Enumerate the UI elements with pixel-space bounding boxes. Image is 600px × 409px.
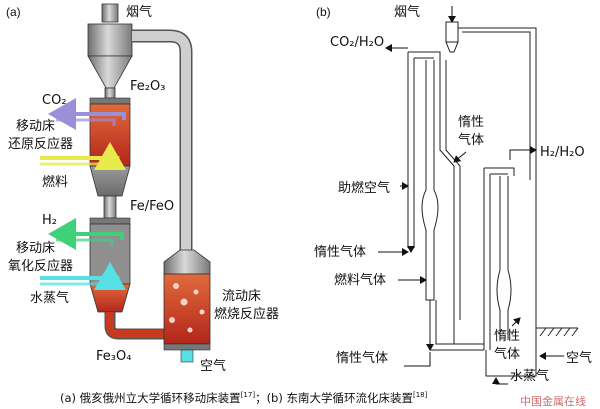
inert-gas-mid-line1: 惰性	[494, 329, 520, 344]
figure-caption: (a) 俄亥俄州立大学循环移动床装置[17]；(b) 东南大学循环流化床装置[1…	[60, 391, 428, 405]
bottom-loop-left	[429, 300, 484, 351]
fuel-inlet-stream	[40, 142, 126, 170]
cyclone-b	[445, 21, 459, 53]
fuel-gas-label: 燃料气体	[334, 272, 386, 288]
air-label-a: 空气	[200, 358, 226, 374]
return-pipe-right-inner	[462, 31, 531, 180]
h2-h2o-label: H₂/H₂O	[540, 145, 585, 160]
fe3o4-transfer-pipe	[104, 312, 178, 340]
fe-feo-label: Fe/FeO	[130, 199, 174, 214]
steam-label-b: 水蒸气	[510, 368, 549, 384]
reducer-label-line1: 移动床	[16, 119, 55, 134]
flue-gas-outlet-pipe	[101, 3, 119, 23]
fe3o4-label: Fe₃O₄	[96, 349, 131, 364]
caption-separator: ；	[255, 391, 267, 405]
inert-gas-bottom-label: 惰性气体	[336, 350, 388, 366]
reducer-oxidizer-transfer-pipe	[103, 195, 117, 219]
fe2o3-label: Fe₂O₃	[130, 79, 165, 94]
h2-h2o-arrow	[509, 146, 537, 160]
caption-part-b: (b) 东南大学循环流化床装置	[267, 391, 413, 405]
riser-pipe	[132, 29, 193, 250]
inert-gas-left-label: 惰性气体	[314, 244, 366, 260]
downcomer-left	[439, 60, 455, 320]
oxidizer-top-flange	[89, 217, 131, 225]
combustor-label-line1: 流动床	[222, 289, 261, 304]
steam-arrow-b	[492, 377, 508, 385]
svg-text:(a) 俄亥俄州立大学循环移动床装置[17]；(b) 东南大: (a) 俄亥俄州立大学循环移动床装置[17]；(b) 东南大学循环流化床装置[1…	[60, 391, 428, 405]
return-pipe-right	[458, 27, 537, 360]
steam-reactor-column	[483, 167, 515, 350]
fluidized-bed-combustor	[163, 249, 211, 363]
panel-a: (a) 烟气 Fe₂O₃ CO₂ 移动床 还原反应器	[6, 3, 279, 374]
reducer-label-line2: 还原反应器	[8, 136, 73, 152]
h2-label: H₂	[42, 213, 57, 228]
co2-label: CO₂	[42, 93, 67, 108]
inert-gas-bottom-line	[404, 352, 431, 367]
caption-part-a: (a) 俄亥俄州立大学循环移动床装置	[60, 391, 241, 405]
inert-gas-top-line1: 惰性	[458, 115, 484, 130]
downcomer-left-inner	[445, 60, 461, 320]
h2-outlet-stream	[48, 218, 124, 250]
inert-gas-top-arrow	[453, 151, 467, 163]
steam-reactor-bottom	[485, 350, 537, 377]
inert-gas-top-line2: 气体	[458, 132, 484, 148]
ground-symbol	[536, 327, 579, 337]
watermark: 中国金属在线	[520, 394, 586, 408]
reducer-top-flange	[89, 97, 131, 105]
fuel-label: 燃料	[42, 174, 68, 190]
flue-gas-label-b: 烟气	[394, 4, 420, 20]
air-label-b: 空气	[566, 350, 592, 366]
caption-ref-b: [18]	[413, 391, 428, 399]
co2-h2o-label: CO₂/H₂O	[330, 35, 384, 50]
combustion-air-label: 助燃空气	[338, 180, 390, 196]
panel-a-tag: (a)	[6, 5, 21, 19]
steam-inlet-stream	[40, 262, 126, 290]
panel-b: (b) 烟气 CO₂/H₂O 惰性 气体	[314, 4, 592, 385]
panel-b-tag: (b)	[316, 5, 331, 19]
bottom-loop-left-inner	[435, 300, 484, 345]
caption-ref-a: [17]	[241, 391, 256, 399]
combustor-label-line2: 燃烧反应器	[214, 306, 279, 322]
oxidizer-label-line2: 氧化反应器	[8, 258, 73, 274]
cyclone-separator	[87, 23, 133, 99]
inert-gas-mid-arrow	[511, 317, 521, 327]
steam-label: 水蒸气	[30, 290, 69, 306]
oxidizer-label-line1: 移动床	[16, 241, 55, 256]
flue-gas-label: 烟气	[126, 4, 152, 20]
inert-gas-mid-line2: 气体	[494, 346, 520, 362]
fuel-reactor-bottom	[425, 268, 435, 301]
co2-outlet-stream	[48, 98, 126, 130]
fuel-reactor-column	[407, 51, 441, 268]
